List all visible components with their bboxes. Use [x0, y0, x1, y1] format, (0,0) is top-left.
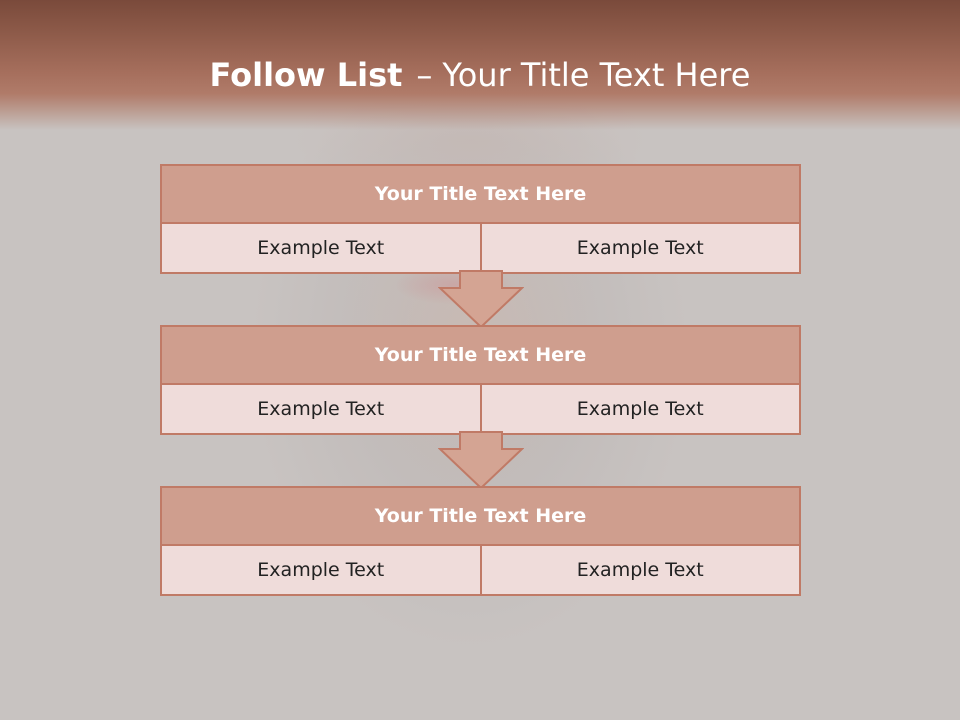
down-arrow-1	[438, 270, 524, 328]
block-1-left-cell: Example Text	[162, 224, 480, 272]
block-3-heading: Your Title Text Here	[162, 488, 799, 546]
block-2-row: Example Text Example Text	[162, 385, 799, 433]
block-2-heading: Your Title Text Here	[162, 327, 799, 385]
list-block-2: Your Title Text Here Example Text Exampl…	[160, 325, 801, 435]
block-2-left-cell: Example Text	[162, 385, 480, 433]
title-rest: Your Title Text Here	[442, 56, 751, 94]
title-separator: –	[416, 56, 433, 94]
block-1-heading: Your Title Text Here	[162, 166, 799, 224]
slide-title: Follow List–Your Title Text Here	[0, 52, 960, 98]
down-arrow-2	[438, 431, 524, 489]
header-band	[0, 0, 960, 130]
block-2-right-cell: Example Text	[479, 385, 799, 433]
list-block-1: Your Title Text Here Example Text Exampl…	[160, 164, 801, 274]
title-bold-part: Follow List	[209, 56, 403, 94]
block-3-right-cell: Example Text	[479, 546, 799, 594]
block-3-row: Example Text Example Text	[162, 546, 799, 594]
block-1-right-cell: Example Text	[479, 224, 799, 272]
list-block-3: Your Title Text Here Example Text Exampl…	[160, 486, 801, 596]
block-1-row: Example Text Example Text	[162, 224, 799, 272]
block-3-left-cell: Example Text	[162, 546, 480, 594]
